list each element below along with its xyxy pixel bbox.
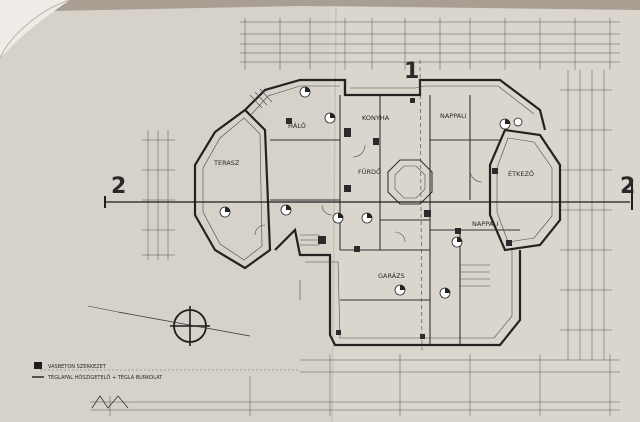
legend: VASBETON SZERKEZET TÉGLAFAL HŐSZIGETELŐ … [32,362,163,381]
legend-item-brick: TÉGLAFAL HŐSZIGETELŐ + TÉGLA BURKOLAT [47,373,163,381]
section-marker-top: 1 [404,59,419,84]
room-label-konyha: KONYHA [362,114,390,122]
site-lines [40,280,301,409]
legend-swatch-concrete [34,362,42,369]
room-label-nappali-2: NAPPALI [472,220,499,228]
room-label-terasz: TERASZ [213,159,240,167]
dimension-lines-left [142,130,175,260]
section-line-2 [104,182,633,210]
section-marker-left: 2 [111,174,126,199]
room-label-garazs: GARÁZS [378,271,405,280]
room-label-etkezo: ÉTKEZŐ [508,169,534,178]
legend-item-concrete: VASBETON SZERKEZET [48,364,107,370]
room-label-furdo: FÜRDŐ [358,167,381,176]
section-marker-right: 2 [620,174,635,199]
dimension-lines-right [560,70,612,360]
north-arrow-icon [87,305,251,346]
dimension-lines-top [240,18,620,70]
room-label-nappali: NAPPALI [440,112,467,120]
building-outline [193,59,562,351]
section-marker-labels: 2 2 1 [111,59,635,199]
room-labels: HÁLÓ KONYHA NAPPALI TERASZ GARÁZS FÜRDŐ … [213,112,534,280]
dimension-lines-bottom [90,354,620,416]
room-label-halo: HÁLÓ [288,121,306,130]
